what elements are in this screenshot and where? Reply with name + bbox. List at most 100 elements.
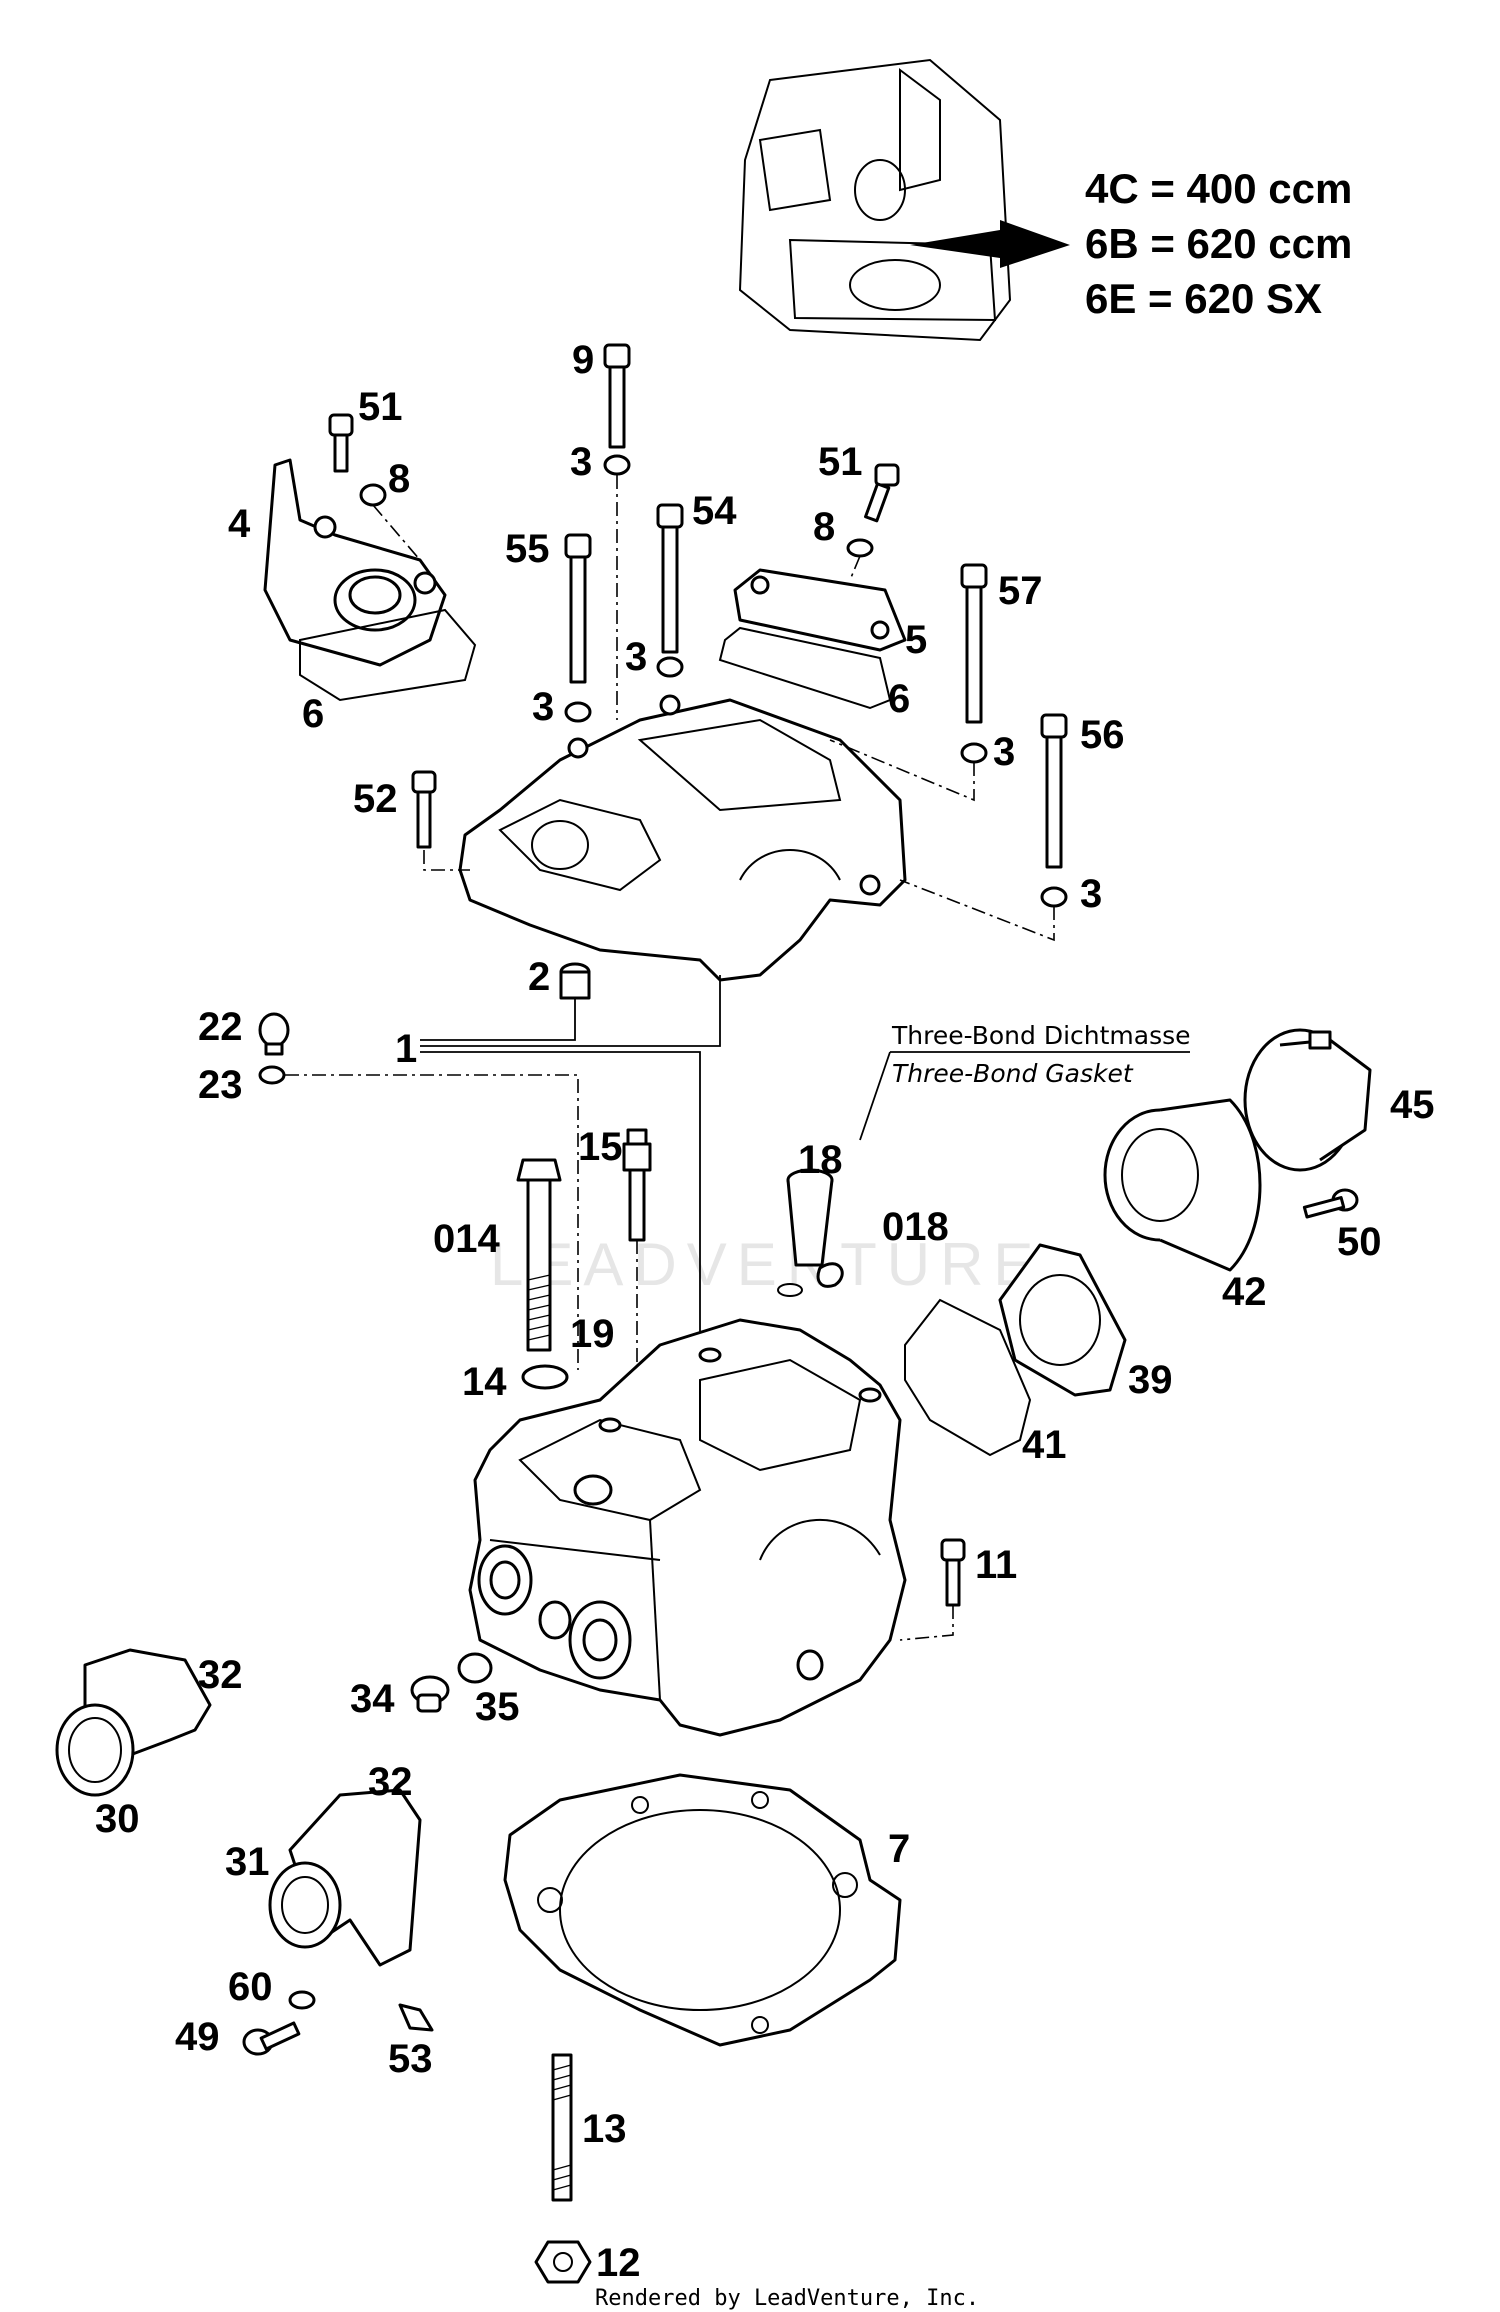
exhaust-flange-30 xyxy=(55,1648,212,1797)
bolt-49 xyxy=(242,2021,301,2056)
callout-39: 39 xyxy=(1128,1358,1173,1402)
callout-8-b: 8 xyxy=(813,505,835,549)
clip-53 xyxy=(398,2003,434,2032)
callout-51-a: 51 xyxy=(358,385,403,429)
variant-legend: 4C = 400 ccm 6B = 620 ccm 6E = 620 SX xyxy=(1085,165,1352,322)
callout-34: 34 xyxy=(350,1677,395,1721)
washer-3-b xyxy=(656,656,684,678)
bolt-9 xyxy=(603,343,631,449)
spring-60 xyxy=(288,1990,316,2010)
gasket-41 xyxy=(904,1298,1032,1457)
callout-52: 52 xyxy=(353,777,398,821)
cylinder-head xyxy=(468,1318,907,1737)
callout-56: 56 xyxy=(1080,713,1125,757)
callout-014: 014 xyxy=(433,1217,500,1261)
plug-22 xyxy=(258,1012,290,1056)
ring-35 xyxy=(457,1652,493,1684)
flange-39 xyxy=(998,1243,1127,1397)
sealant-text-en: Three-Bond Gasket xyxy=(892,1059,1134,1088)
callout-23: 23 xyxy=(198,1063,243,1107)
washer-8-a xyxy=(359,483,387,507)
callout-57: 57 xyxy=(998,569,1043,613)
callout-8-a: 8 xyxy=(388,457,410,501)
legend-line-3: 6E = 620 SX xyxy=(1085,275,1322,322)
plug-34 xyxy=(410,1675,450,1713)
bolt-55 xyxy=(564,533,592,684)
head-gasket-7 xyxy=(503,1773,902,2047)
pointer-arrow xyxy=(910,220,1070,268)
bolt-56 xyxy=(1040,713,1068,869)
callout-50: 50 xyxy=(1337,1220,1382,1264)
callout-55: 55 xyxy=(505,527,550,571)
callout-15: 15 xyxy=(578,1125,623,1169)
washer-3-c xyxy=(564,701,592,723)
bolt-014 xyxy=(516,1158,562,1352)
ring-018 xyxy=(816,1262,844,1288)
callout-labels: 9 51 8 4 6 3 54 55 3 3 51 8 5 6 57 3 56 … xyxy=(95,338,1435,2285)
callout-3-e: 3 xyxy=(1080,872,1102,916)
callout-2: 2 xyxy=(528,955,550,999)
part-6-gasket-b xyxy=(718,626,892,710)
callout-45: 45 xyxy=(1390,1083,1435,1127)
callout-32-b: 32 xyxy=(368,1760,413,1804)
callout-30: 30 xyxy=(95,1797,140,1841)
footer-credit: Rendered by LeadVenture, Inc. xyxy=(595,2286,979,2311)
sensor-15 xyxy=(622,1128,652,1242)
washer-3-a xyxy=(603,454,631,476)
callout-41: 41 xyxy=(1022,1423,1067,1467)
callout-18: 18 xyxy=(798,1138,843,1182)
callout-11: 11 xyxy=(975,1543,1017,1587)
nut-12 xyxy=(534,2240,592,2284)
callout-14: 14 xyxy=(462,1360,507,1404)
callout-31: 31 xyxy=(225,1840,270,1884)
callout-12: 12 xyxy=(596,2241,641,2285)
washer-3-d xyxy=(960,742,988,764)
callout-54: 54 xyxy=(692,489,737,533)
callout-13: 13 xyxy=(582,2107,627,2151)
bolt-51-b xyxy=(864,463,900,523)
bolt-57 xyxy=(960,563,988,724)
callout-3-c: 3 xyxy=(532,685,554,729)
legend-line-1: 4C = 400 ccm xyxy=(1085,165,1352,212)
bolt-11 xyxy=(940,1538,966,1607)
callout-35: 35 xyxy=(475,1685,520,1729)
stud-13 xyxy=(551,2053,573,2202)
callout-7: 7 xyxy=(888,1827,910,1871)
callout-018: 018 xyxy=(882,1205,949,1249)
callout-32-a: 32 xyxy=(198,1653,243,1697)
callout-42: 42 xyxy=(1222,1270,1267,1314)
guide-18 xyxy=(786,1168,834,1267)
callout-6-a: 6 xyxy=(302,692,324,736)
callout-49: 49 xyxy=(175,2015,220,2059)
callout-4: 4 xyxy=(228,502,251,546)
legend-line-2: 6B = 620 ccm xyxy=(1085,220,1352,267)
callout-53: 53 xyxy=(388,2037,433,2081)
dowel-2 xyxy=(559,962,591,1000)
screw-50 xyxy=(1302,1188,1359,1219)
part-4-cover xyxy=(263,458,447,667)
sealant-text-de: Three-Bond Dichtmasse xyxy=(891,1021,1191,1050)
washer-14 xyxy=(521,1364,569,1390)
callout-3-a: 3 xyxy=(570,440,592,484)
washer-3-e xyxy=(1040,886,1068,908)
callout-1: 1 xyxy=(395,1027,417,1071)
callout-3-d: 3 xyxy=(993,730,1015,774)
callout-51-b: 51 xyxy=(818,440,863,484)
bolt-52 xyxy=(411,770,437,849)
callout-6-b: 6 xyxy=(888,677,910,721)
callout-3-b: 3 xyxy=(625,635,647,679)
engine-thumbnail xyxy=(738,58,1012,342)
sealant-note: Three-Bond Dichtmasse Three-Bond Gasket xyxy=(891,1021,1191,1088)
callout-22: 22 xyxy=(198,1005,243,1049)
callout-19: 19 xyxy=(570,1312,615,1356)
clamp-45 xyxy=(1243,1028,1372,1172)
bolt-54 xyxy=(656,503,684,654)
manifold-42 xyxy=(1103,1098,1262,1272)
callout-5: 5 xyxy=(905,618,927,662)
exhaust-flange-31 xyxy=(268,1788,422,1967)
upper-housing xyxy=(458,694,907,982)
callout-60: 60 xyxy=(228,1965,273,2009)
part-5-plate xyxy=(733,568,907,652)
callout-9: 9 xyxy=(572,338,594,382)
